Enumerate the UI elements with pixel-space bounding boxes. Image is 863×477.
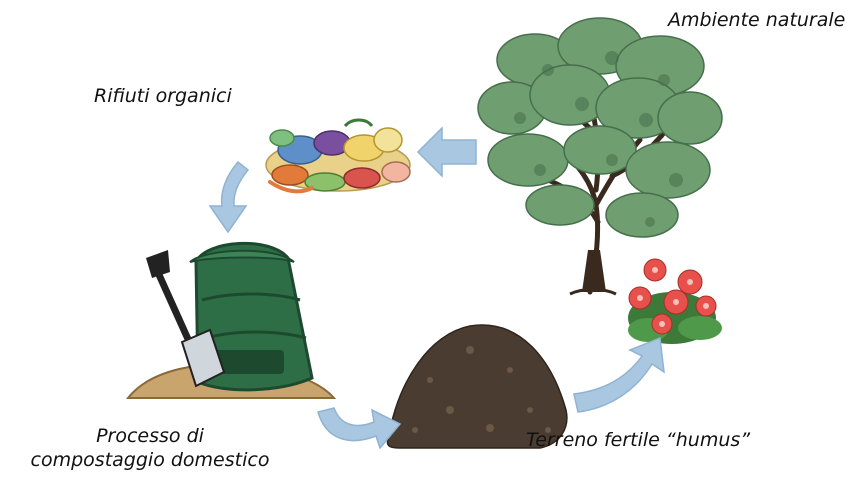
- cycle-arrow: [574, 338, 664, 412]
- compost-bin-with-shovel: [128, 243, 334, 398]
- cycle-arrow: [418, 128, 476, 176]
- organic-waste-pile: [266, 120, 410, 191]
- label-natural-environment: Ambiente naturale: [668, 8, 845, 32]
- flowering-plant: [628, 259, 722, 344]
- tree-illustration: [478, 18, 722, 294]
- label-home-composting: Processo di compostaggio domestico: [0, 424, 300, 472]
- label-home-composting-line2: compostaggio domestico: [0, 448, 300, 472]
- label-home-composting-line1: Processo di: [0, 424, 300, 448]
- label-fertile-soil: Terreno fertile “humus”: [526, 428, 750, 452]
- label-organic-waste: Rifiuti organici: [94, 84, 232, 108]
- cycle-arrow: [210, 162, 248, 232]
